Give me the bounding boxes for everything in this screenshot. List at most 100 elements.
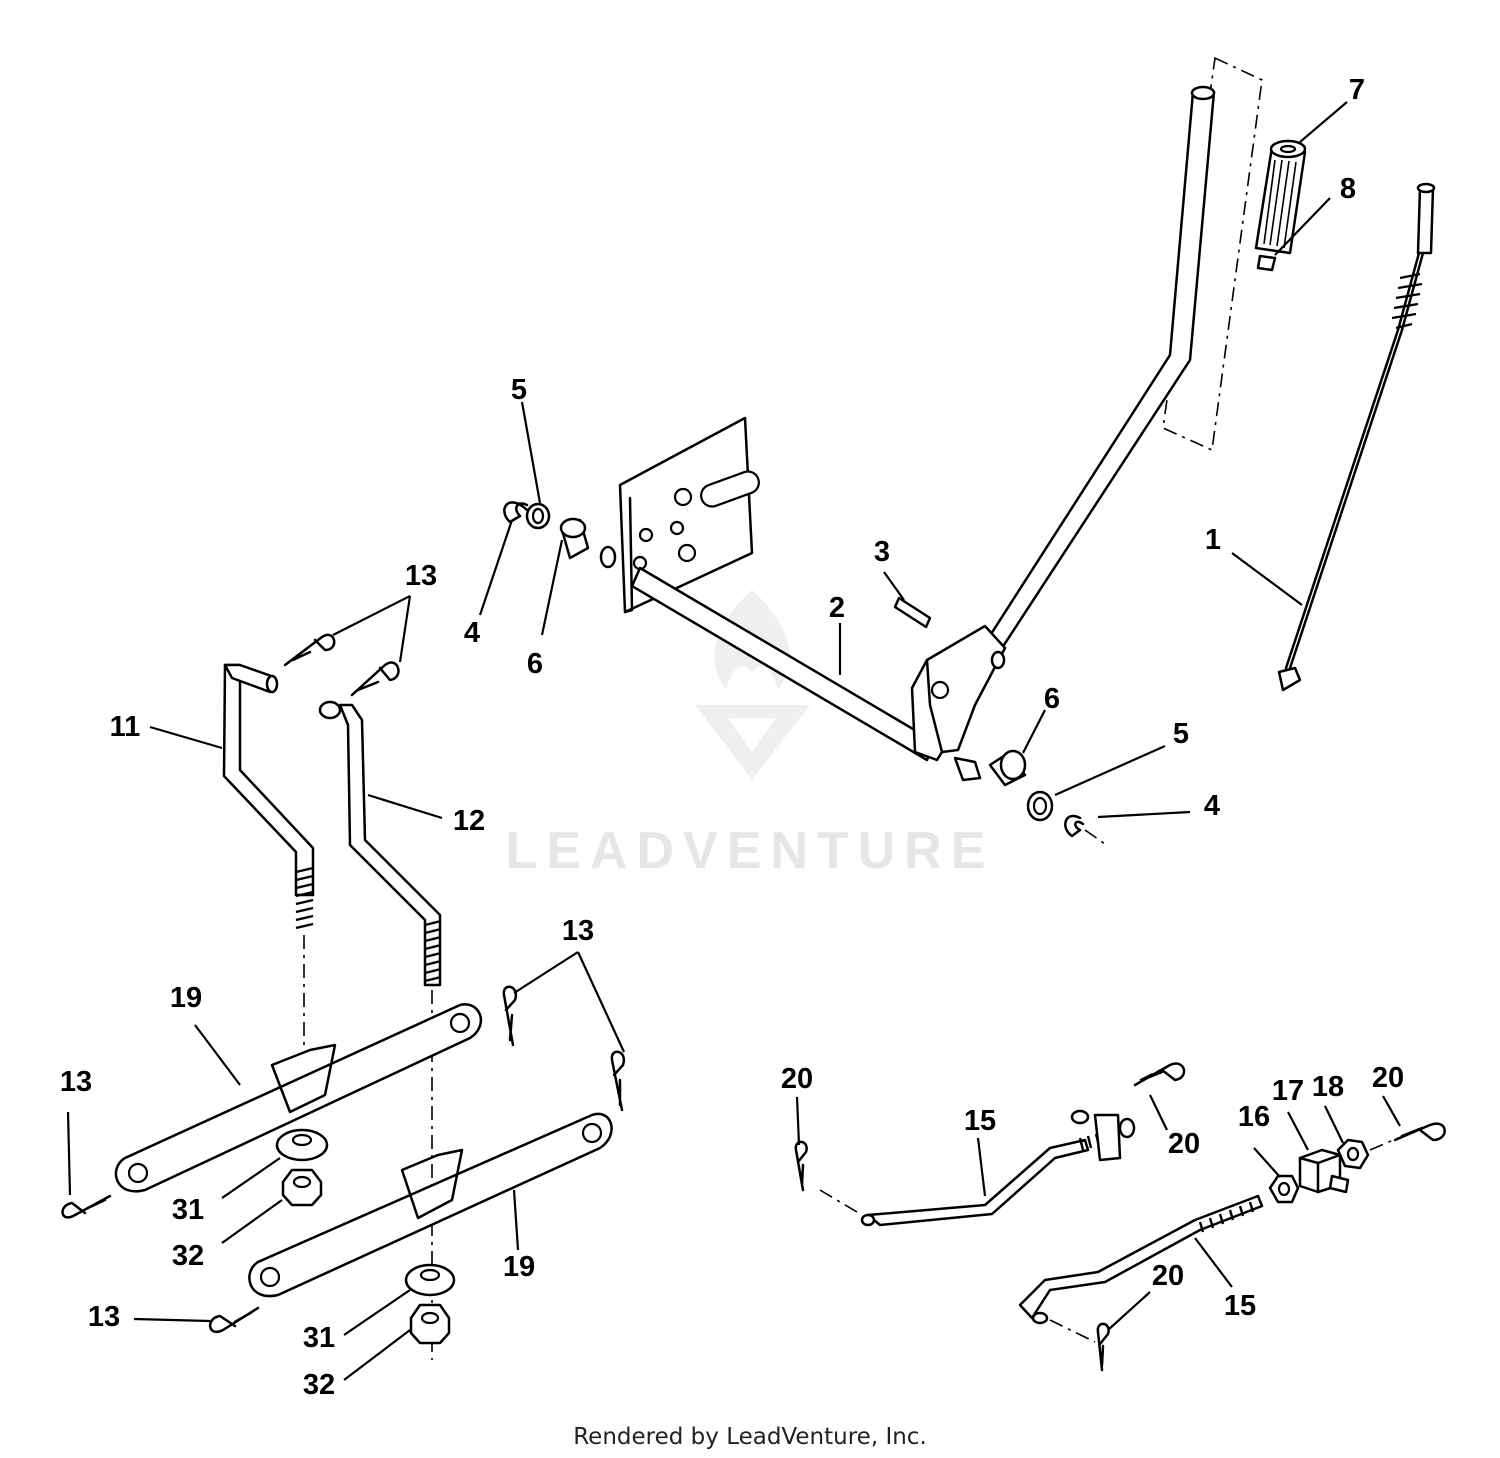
leader-13d	[577, 951, 625, 1053]
callout-5: 5	[511, 374, 527, 406]
bushing-right-flange	[999, 749, 1027, 781]
lift-rod-handle	[1416, 186, 1435, 255]
watermark-text: LEADVENTURE	[505, 822, 994, 880]
callout-5: 5	[1173, 718, 1189, 750]
leader-7	[1299, 101, 1348, 143]
arm-hole	[449, 1012, 471, 1034]
leader-20a	[795, 1096, 801, 1146]
lift-link-12-body	[338, 703, 442, 987]
bracket-hole	[930, 680, 950, 700]
front-link-upper-nut	[1118, 1117, 1136, 1139]
footer-credit: Rendered by LeadVenture, Inc.	[573, 1424, 927, 1450]
block-17-edge	[1298, 1153, 1342, 1194]
callout-3: 3	[874, 536, 890, 568]
callout-31: 31	[303, 1322, 335, 1354]
leadventure-watermark: LEADVENTURE	[505, 590, 994, 880]
callout-20: 20	[1168, 1128, 1200, 1160]
axis-line-front-link-lower	[1049, 1319, 1096, 1343]
leader-5b	[1054, 744, 1166, 797]
front-link-upper-block	[1093, 1113, 1122, 1162]
leader-12	[367, 793, 443, 820]
callout-31: 31	[172, 1194, 204, 1226]
callout-16: 16	[1238, 1101, 1270, 1133]
leader-13b	[398, 595, 412, 663]
lift-link-12-thread	[424, 919, 442, 983]
mounting-plate	[618, 416, 754, 614]
callout-6: 6	[1044, 683, 1060, 715]
handle-tube	[982, 90, 1216, 650]
spacer-31-hole	[419, 1268, 441, 1282]
spacer-nut-stack-left	[275, 1128, 329, 1207]
leader-17	[1287, 1111, 1309, 1151]
callout-15: 15	[1224, 1290, 1256, 1322]
leader-3	[883, 571, 905, 601]
leader-20b	[1149, 1094, 1168, 1131]
lift-arm-upper-body	[114, 1003, 482, 1193]
axis-line-right	[1084, 829, 1106, 845]
hairpin-20	[1393, 1122, 1446, 1142]
leader-6a	[540, 539, 564, 636]
plate-hole	[638, 527, 654, 543]
callout-6: 6	[527, 648, 543, 680]
shaft-stub	[599, 545, 617, 569]
callout-20: 20	[1372, 1062, 1404, 1094]
grip-ribs	[1263, 159, 1297, 249]
lift-link-11-end	[265, 674, 279, 694]
callout-32: 32	[172, 1240, 204, 1272]
callout-7: 7	[1349, 74, 1365, 106]
front-link-lower	[1018, 1194, 1264, 1343]
leader-4b	[1097, 810, 1191, 819]
hairpin-13	[209, 1306, 260, 1334]
callout-13: 13	[405, 560, 437, 592]
plate-slot	[700, 470, 760, 508]
callout-19: 19	[503, 1251, 535, 1283]
roll-pin	[893, 596, 932, 629]
plate-hole	[677, 543, 697, 563]
bracket-hole	[990, 650, 1006, 670]
adjuster-hardware	[1268, 1137, 1399, 1204]
leader-15b	[1194, 1237, 1233, 1288]
leader-1	[1231, 552, 1303, 606]
lift-link-11	[222, 663, 315, 930]
hairpin-13	[61, 1194, 112, 1219]
callout-4: 4	[464, 617, 480, 649]
mounting-plate-edge	[623, 496, 634, 614]
leader-15a	[976, 1137, 987, 1197]
handle-grip	[1254, 139, 1307, 272]
lift-rod-end	[1277, 666, 1302, 692]
axis-line-front-link-upper	[819, 1189, 863, 1216]
leader-18	[1324, 1105, 1344, 1144]
leader-31a	[221, 1157, 281, 1199]
callout-15: 15	[964, 1105, 996, 1137]
callout-8: 8	[1340, 173, 1356, 205]
callout-13: 13	[88, 1301, 120, 1333]
nut-32-hole	[292, 1175, 312, 1189]
watermark-v-icon	[695, 705, 810, 780]
lift-rod-shaft-2	[1284, 251, 1421, 670]
lift-rod-shaft	[1288, 251, 1425, 670]
front-link-upper	[819, 1069, 1161, 1227]
nut-16-hole	[1277, 1181, 1291, 1197]
lift-shaft-assembly	[599, 85, 1216, 762]
retaining-ring-right	[1064, 814, 1085, 838]
callout-11: 11	[110, 711, 141, 743]
handle-tube-end	[1190, 85, 1216, 101]
left-bearing-stack	[503, 501, 590, 560]
lift-arm-lower-boss	[400, 1148, 464, 1220]
bushing-left-flange	[559, 517, 587, 539]
callout-4: 4	[1204, 790, 1220, 822]
washer-right-hole	[1032, 796, 1048, 816]
shaft-end-right	[953, 756, 982, 782]
lift-link-12-end	[318, 700, 342, 720]
leader-8	[1274, 197, 1331, 256]
callout-labels: 1 2 3 4 4 5 5 6 6 7 8 11 12 13 13 13 13 …	[60, 74, 1404, 1401]
grip-body	[1254, 145, 1307, 255]
callout-32: 32	[303, 1369, 335, 1401]
right-bearing-stack	[953, 749, 1106, 845]
leader-32b	[343, 1329, 411, 1381]
hairpin-20	[1096, 1322, 1110, 1372]
front-link-upper-end	[860, 1213, 876, 1227]
roll-pin-body	[893, 596, 932, 629]
lift-rod-cap	[1416, 182, 1436, 194]
